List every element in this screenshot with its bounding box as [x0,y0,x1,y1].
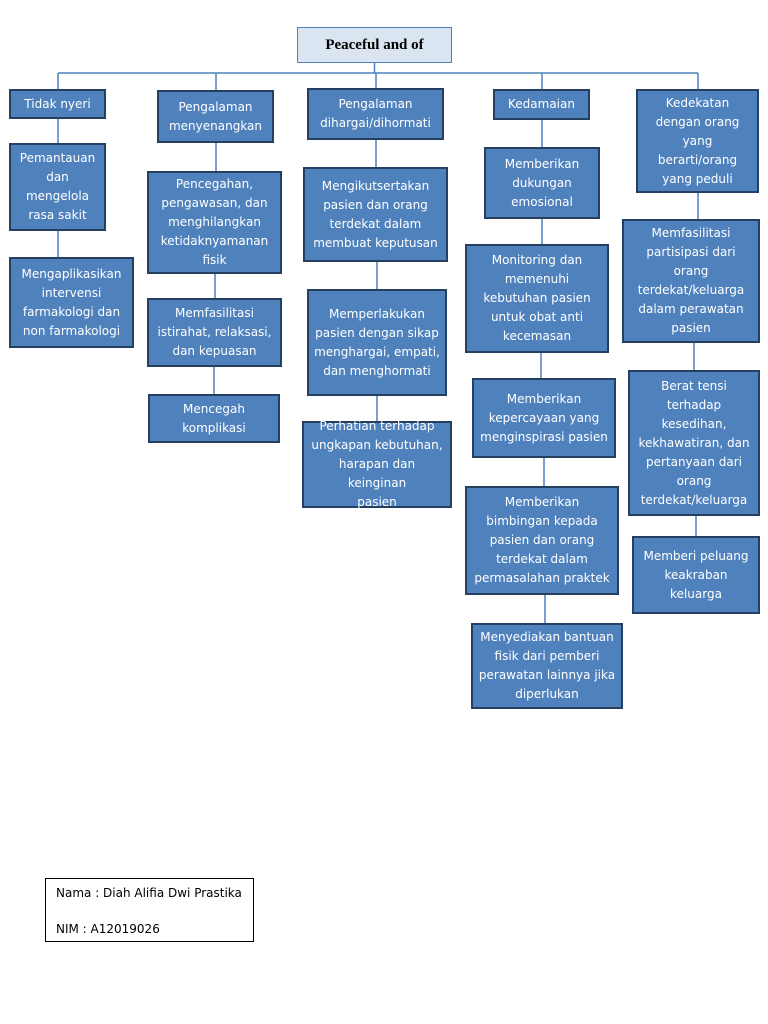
concept-node: Memberi peluang keakraban keluarga [632,536,760,614]
concept-node-header: Tidak nyeri [9,89,106,119]
concept-node: Menyediakan bantuan fisik dari pemberi p… [471,623,623,709]
concept-node: Monitoring dan memenuhi kebutuhan pasien… [465,244,609,353]
concept-node: Perhatian terhadap ungkapan kebutuhan, h… [302,419,452,509]
concept-node: Pemantauan dan mengelola rasa sakit [9,143,106,231]
concept-node: Mengaplikasikan intervensi farmakologi d… [9,257,134,348]
student-name: Nama : Diah Alifia Dwi Prastika [56,886,242,900]
concept-node: Memberikan dukungan emosional [484,147,600,219]
concept-node: Memperlakukan pasien dengan sikap mengha… [307,289,447,396]
concept-node: Memberikan bimbingan kepada pasien dan o… [465,486,619,595]
student-info-box: Nama : Diah Alifia Dwi Prastika NIM : A1… [45,878,254,942]
concept-node: Mengikutsertakan pasien dan orang terdek… [303,167,448,262]
concept-node-header: Pengalaman menyenangkan [157,90,274,143]
concept-node-header: Pengalaman dihargai/dihormati [307,88,444,140]
concept-node: Memfasilitasi partisipasi dari orang ter… [622,219,760,343]
concept-node: Berat tensi terhadap kesedihan, kekhawat… [628,370,760,516]
concept-map-title: Peaceful and of [297,27,452,63]
concept-node: Pencegahan, pengawasan, dan menghilangka… [147,171,282,274]
concept-node: Mencegah komplikasi [148,394,280,443]
concept-node: Memfasilitasi istirahat, relaksasi, dan … [147,298,282,367]
concept-node: Memberikan kepercayaan yang menginspiras… [472,378,616,458]
concept-node-header: Kedamaian [493,89,590,120]
concept-node-header: Kedekatan dengan orang yang berarti/oran… [636,89,759,193]
student-nim: NIM : A12019026 [56,922,160,936]
